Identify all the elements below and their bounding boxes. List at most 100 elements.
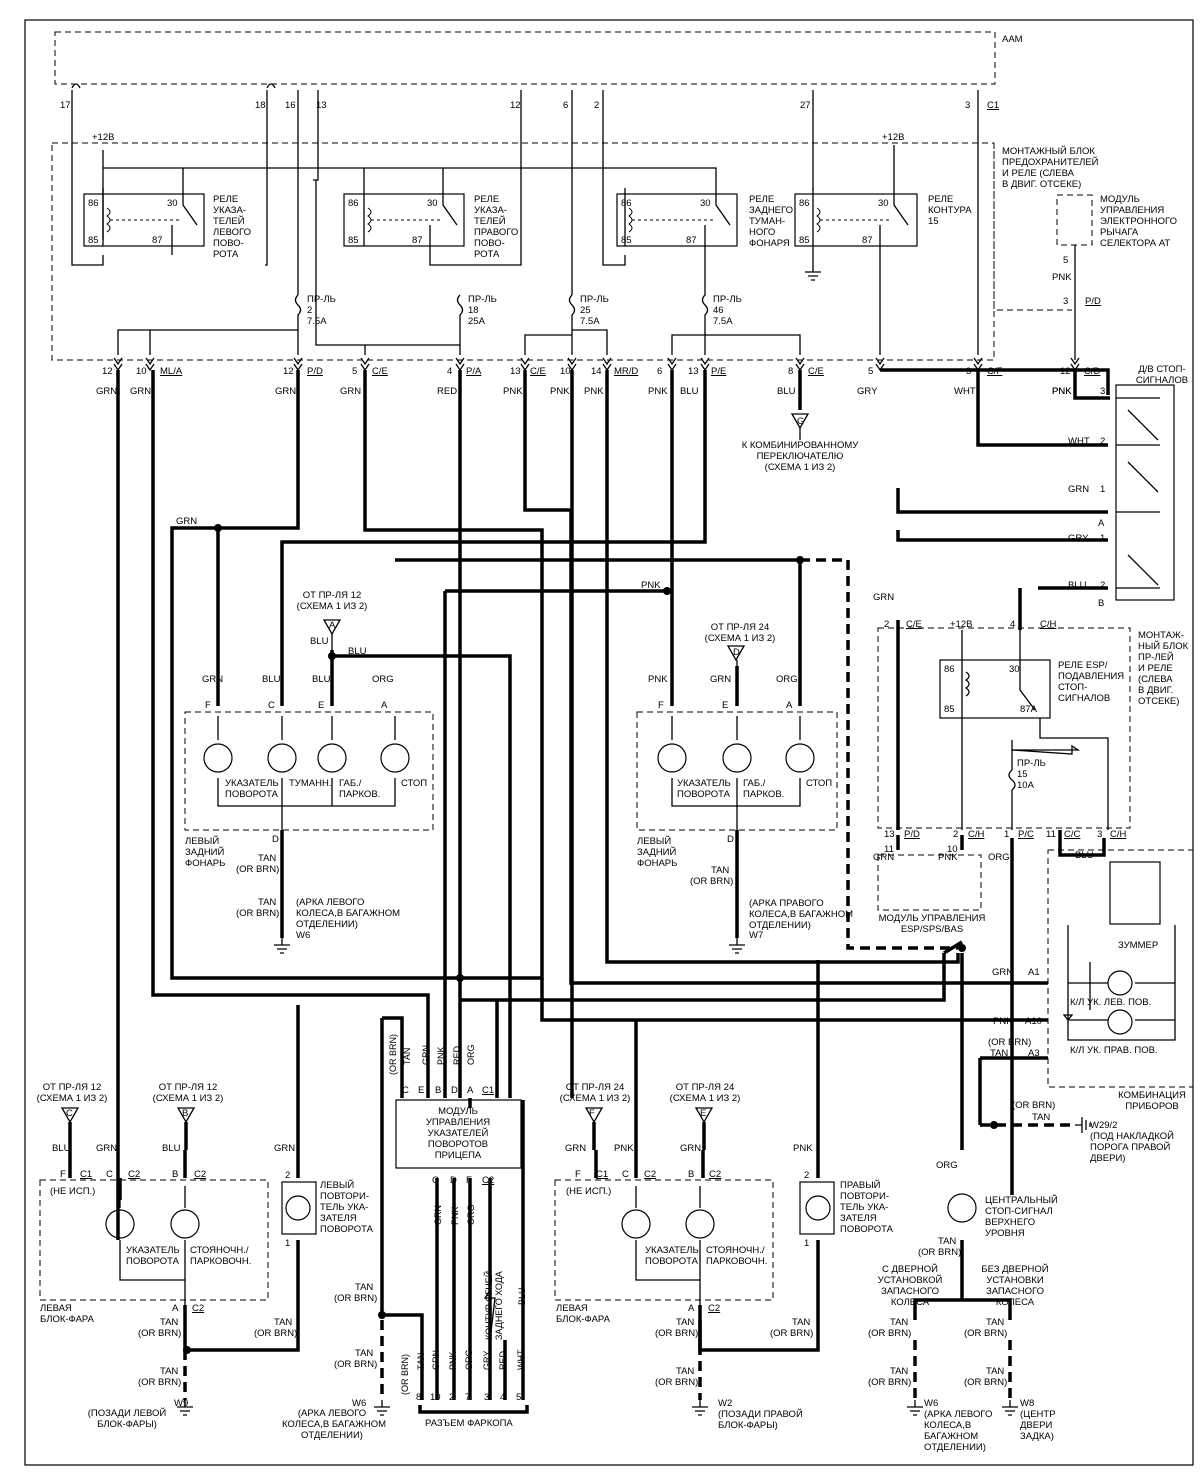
left-rear-lamp-label: ЛЕВЫЙ ЗАДНИЙ ФОНАРЬ: [185, 836, 226, 869]
bulb-label: ТУМАНН.: [289, 778, 332, 789]
combo-switch-label: К КОМБИНИРОВАННОМУ ПЕРЕКЛЮЧАТЕЛЮ (СХЕМА …: [741, 440, 859, 473]
conn-pin: 3: [1097, 829, 1103, 840]
left-repeater: [281, 1181, 317, 1235]
source-ref: E: [700, 1108, 707, 1119]
wire-color: (OR BRN): [254, 1328, 298, 1339]
wire-color: GRY: [482, 1350, 492, 1370]
wire-color: (OR BRN): [138, 1377, 182, 1388]
wire-color: PNK: [648, 674, 668, 685]
wire-color: TAN: [1032, 1112, 1051, 1123]
module-pin: A: [467, 1085, 474, 1096]
wire-color: ORG: [466, 1204, 476, 1225]
wire-color: PNK: [436, 1046, 446, 1065]
rep-pin: 2: [804, 1170, 810, 1181]
module-pin: 11: [884, 844, 894, 855]
module-pin: D: [451, 1085, 458, 1096]
ground-ref: W7: [749, 930, 764, 941]
wire-color: PNK: [1052, 386, 1072, 397]
conn-id: C2: [644, 1169, 657, 1180]
wire-color: TAN: [990, 1048, 1009, 1059]
ground-ref: W6: [924, 1398, 939, 1409]
wire-color: GRY: [857, 386, 878, 397]
switch-pin: B: [1098, 598, 1105, 609]
wire-color: TAN: [160, 1317, 179, 1328]
aam-pin: 16: [285, 100, 296, 111]
wire-color: BLU: [517, 1287, 527, 1305]
at-selector-module: [1056, 194, 1093, 246]
module-pin: C: [402, 1085, 409, 1096]
esp-relay-label: РЕЛЕ ESP/ ПОДАВЛЕНИЯ СТОП- СИГНАЛОВ: [1058, 660, 1125, 704]
source-label: ОТ ПР-ЛЯ 24 (СХЕМА 1 ИЗ 2): [704, 622, 776, 644]
relay-coils: [102, 188, 909, 345]
trailer-connector: [418, 1405, 529, 1414]
conn-id: C1: [482, 1085, 495, 1096]
fuse-label: ПР-ЛЬ 15 10A: [1017, 758, 1046, 791]
bulb-label: УКАЗАТЕЛЬ ПОВОРОТА: [677, 778, 731, 800]
wire-color: BLU: [310, 636, 329, 647]
fuse-symbols: [294, 255, 801, 355]
wire-color: PNK: [584, 386, 604, 397]
conn-id: C/E: [808, 366, 824, 377]
plus12-label: +12В: [882, 132, 905, 143]
lamp-pin: F: [60, 1169, 66, 1180]
lamp-pin: D: [272, 834, 279, 845]
relay-pin: 87: [686, 235, 697, 246]
fuse-label: ПР-ЛЬ 25 7.5A: [580, 294, 609, 327]
wire-color: TAN: [258, 897, 277, 908]
bulb-label: УКАЗАТЕЛЬ ПОВОРОТА: [126, 1245, 180, 1267]
wire-color: (OR BRN): [138, 1328, 182, 1339]
relay-pin: 30: [700, 198, 711, 209]
wire-color: PNK: [993, 1016, 1013, 1027]
rep-pin: 2: [285, 1170, 291, 1181]
wire-color: TAN: [402, 1047, 412, 1065]
diagram-frame: [24, 19, 1194, 1466]
rep-pin: 1: [285, 1238, 291, 1249]
relay-label: РЕЛЕ ЗАДНЕГО ТУМАН- НОГО ФОНАРЯ: [749, 194, 794, 249]
wire-color: GRN: [1068, 484, 1090, 495]
wire-color: PNK: [448, 1351, 458, 1370]
unused-label: (НЕ ИСП.): [566, 1186, 612, 1197]
switch-pin: 2: [1100, 436, 1106, 447]
wire-color: (OR BRN): [334, 1293, 378, 1304]
wire-color: TAN: [986, 1317, 1005, 1328]
conn-pin: 10: [136, 366, 147, 377]
ground-symbols: [177, 938, 1091, 1416]
wire-color: WHT: [954, 386, 976, 397]
lamp-pin: A: [688, 1303, 695, 1314]
fuse-box-title: МОНТАЖНЫЙ БЛОК ПРЕДОХРАНИТЕЛЕЙ И РЕЛЕ (С…: [1002, 146, 1099, 190]
wire-color: PNK: [938, 852, 958, 863]
esp-module: [877, 854, 982, 911]
trailer-module-label: МОДУЛЬ УПРАВЛЕНИЯ УКАЗАТЕЛЕЙ ПОВОРОТОВ П…: [425, 1106, 491, 1161]
conn-id: MR/D: [614, 366, 639, 377]
relay-pin: 85: [944, 704, 955, 715]
right-rear-lamp-label: ЛЕВЫЙ ЗАДНИЙ ФОНАРЬ: [637, 836, 678, 869]
conn-id: C2: [192, 1303, 205, 1314]
at-pin: 5: [1063, 255, 1069, 266]
lamp-pin: A: [381, 700, 388, 711]
wire-color: BLU: [1075, 850, 1094, 861]
wire-color: TAN: [416, 1352, 426, 1370]
dashed-ground-wires: [183, 558, 1075, 1400]
conn-pin: 4: [1010, 619, 1016, 630]
lamp-pin: A: [172, 1303, 179, 1314]
wire-color: (OR BRN): [388, 1034, 398, 1075]
relay-pin: 30: [427, 198, 438, 209]
wire-color: TAN: [355, 1348, 374, 1359]
conn-id: C/H: [968, 829, 985, 840]
relay-label: РЕЛЕ УКАЗА- ТЕЛЕЙ ЛЕВОГО ПОВО- РОТА: [213, 194, 251, 260]
wire-color: BLU: [52, 1143, 71, 1154]
source-ref: A: [329, 620, 336, 631]
lamp-pin: F: [658, 700, 664, 711]
wire-color: GRN: [274, 1143, 296, 1154]
conn-pin: 5: [352, 366, 358, 377]
lamp-pin: B: [172, 1169, 179, 1180]
lamp-pin: C: [622, 1169, 629, 1180]
esp-box-title: МОНТАЖ- НЫЙ БЛОК ПР-ЛЕЙ И РЕЛЕ (СЛЕВА В …: [1138, 630, 1189, 707]
ground-label: (ПОД НАКЛАДКОЙ ПОРОГА ПРАВОЙ ДВЕРИ): [1090, 1131, 1174, 1164]
wire-color: TAN: [676, 1317, 695, 1328]
wire-color: (OR BRN): [334, 1359, 378, 1370]
relay-pin: 86: [944, 664, 955, 675]
source-label: ОТ ПР-ЛЯ 12 (СХЕМА 1 ИЗ 2): [36, 1082, 108, 1104]
chmsl-label: ЦЕНТРАЛЬНЫЙ СТОП-СИГНАЛ ВЕРХНЕГО УРОВНЯ: [985, 1195, 1058, 1239]
wire-color: (OR BRN): [1012, 1100, 1056, 1111]
